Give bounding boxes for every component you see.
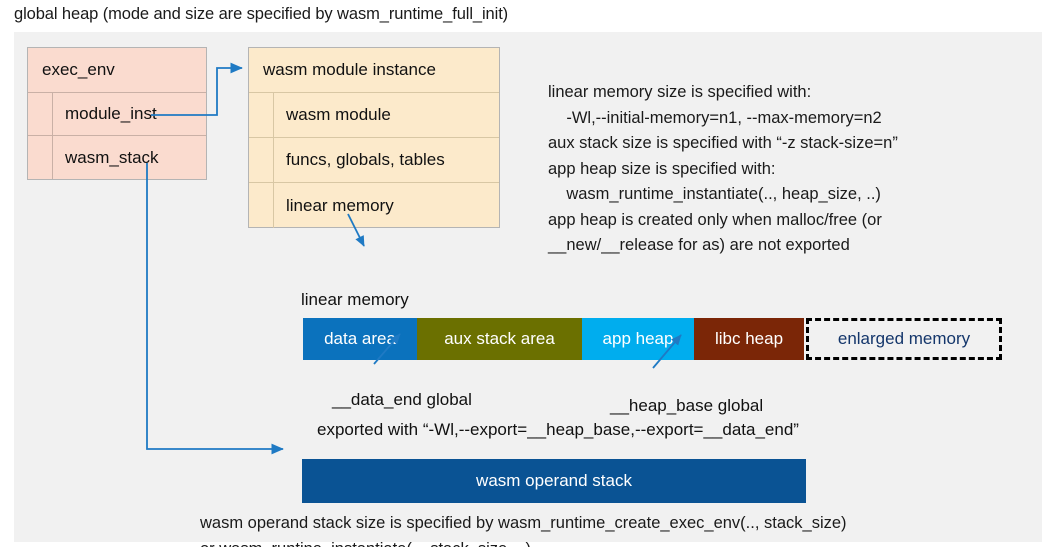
page-title: global heap (mode and size are specified…	[14, 5, 509, 23]
linear-memory-label: linear memory	[286, 195, 394, 215]
wasm-module-instance-header-label: wasm module instance	[249, 48, 499, 93]
memory-segment-libc-heap: libc heap	[694, 318, 804, 360]
memory-segment-aux-stack-area: aux stack area	[417, 318, 582, 360]
operand-stack-notes-text: wasm operand stack size is specified by …	[200, 514, 847, 547]
wasm-module-instance-row-wasm-module: wasm module	[249, 93, 499, 138]
memory-segment-data-area: data area	[303, 318, 417, 360]
memory-segment-enlarged-memory: enlarged memory	[806, 318, 1002, 360]
linear-memory-notes-text: linear memory size is specified with: -W…	[548, 83, 898, 254]
indent-spacer	[28, 136, 53, 179]
indent-spacer	[28, 93, 53, 135]
memory-segment-app-heap: app heap	[582, 318, 694, 360]
wasm-module-instance-box: wasm module instance wasm module funcs, …	[248, 47, 500, 228]
exec-env-box: exec_env module_inst wasm_stack	[27, 47, 207, 180]
exec-env-row-wasm-stack: wasm_stack	[28, 136, 206, 179]
funcs-globals-tables-label: funcs, globals, tables	[286, 150, 445, 169]
exec-env-header-label: exec_env	[28, 48, 206, 93]
wasm-module-label: wasm module	[286, 105, 391, 124]
wasm-module-instance-row-funcs: funcs, globals, tables	[249, 138, 499, 183]
exec-env-wasm-stack-label: wasm_stack	[65, 147, 159, 167]
indent-spacer	[249, 138, 274, 182]
exported-with-label: exported with “-Wl,--export=__heap_base,…	[317, 420, 799, 439]
wasm-operand-stack-box: wasm operand stack	[302, 459, 806, 503]
exec-env-module-inst-label: module_inst	[65, 104, 157, 123]
indent-spacer	[249, 183, 274, 228]
wasm-module-instance-row-linear-memory: linear memory	[249, 183, 499, 228]
data-end-global-label: __data_end global	[332, 390, 472, 409]
exec-env-row-module-inst: module_inst	[28, 93, 206, 136]
global-heap-panel: exec_env module_inst wasm_stack wasm mod…	[14, 32, 1042, 547]
indent-spacer	[249, 93, 274, 137]
linear-memory-bar-caption: linear memory	[301, 290, 409, 309]
heap-base-global-label: __heap_base global	[610, 396, 764, 415]
